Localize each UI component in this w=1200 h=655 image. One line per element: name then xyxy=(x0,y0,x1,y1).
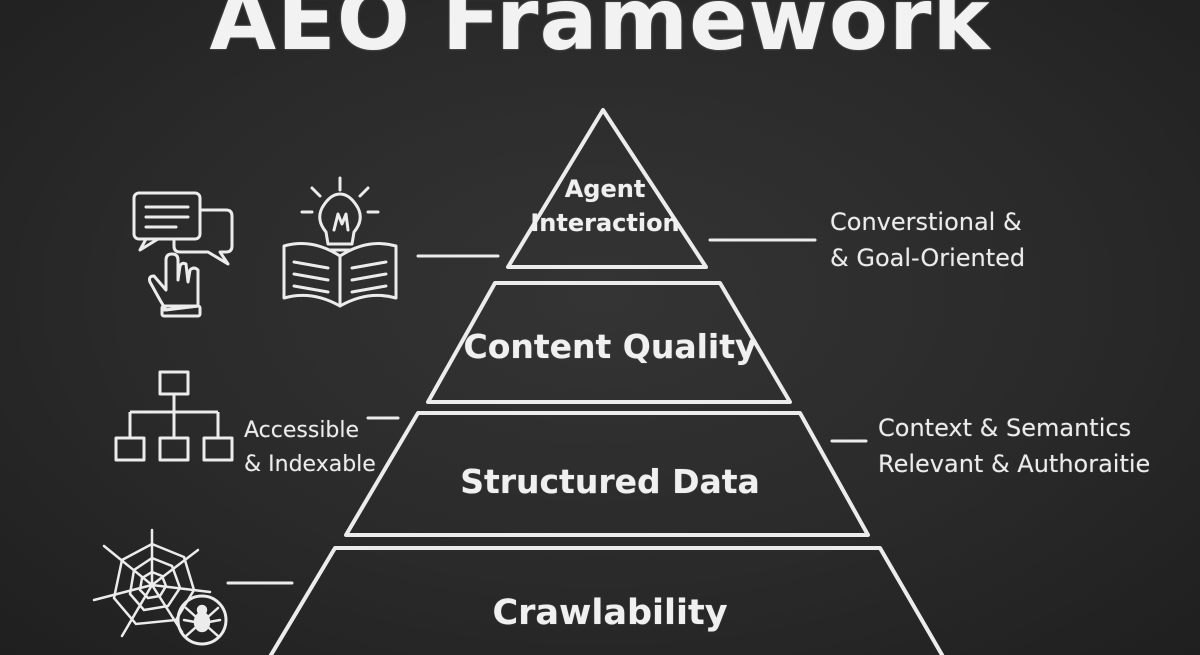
level-content-quality-label: Content Quality xyxy=(463,327,757,366)
note-structured-data: Context & Semantics Relevant & Authorait… xyxy=(878,410,1150,482)
note-accessible-line-1: Accessible xyxy=(244,418,360,443)
note-agent-line-2: & Goal-Oriented xyxy=(830,244,1026,272)
tier-structured-data xyxy=(344,411,870,537)
tier-agent-interaction xyxy=(506,108,708,269)
level-agent-line-1: Agent xyxy=(564,175,646,203)
note-structured-line-2: Relevant & Authoraitie xyxy=(878,450,1151,478)
level-structured-data-label: Structured Data xyxy=(460,462,760,501)
note-structured-line-1: Context & Semantics xyxy=(878,414,1132,442)
level-agent-line-2: Interaction xyxy=(530,209,680,237)
idea-book-icon xyxy=(282,176,398,308)
tier-crawlability xyxy=(268,546,945,655)
note-agent-interaction: Converstional & & Goal-Oriented xyxy=(830,204,1025,276)
level-crawlability-label: Crawlability xyxy=(492,593,728,633)
diagram-title: AEO Framework xyxy=(209,0,991,70)
tier-content-quality xyxy=(426,281,792,404)
note-accessible: Accessible & Indexable xyxy=(244,414,376,482)
note-accessible-line-2: & Indexable xyxy=(244,452,376,477)
note-agent-line-1: Converstional & xyxy=(830,208,1022,236)
level-agent-interaction: Agent Interaction xyxy=(530,172,680,240)
level-structured-data: Structured Data xyxy=(420,460,800,504)
chat-gesture-icon xyxy=(132,191,234,318)
level-content-quality: Content Quality xyxy=(440,325,780,369)
level-crawlability: Crawlability xyxy=(420,590,800,636)
spider-web-icon xyxy=(92,528,228,646)
sitemap-icon xyxy=(114,370,234,462)
